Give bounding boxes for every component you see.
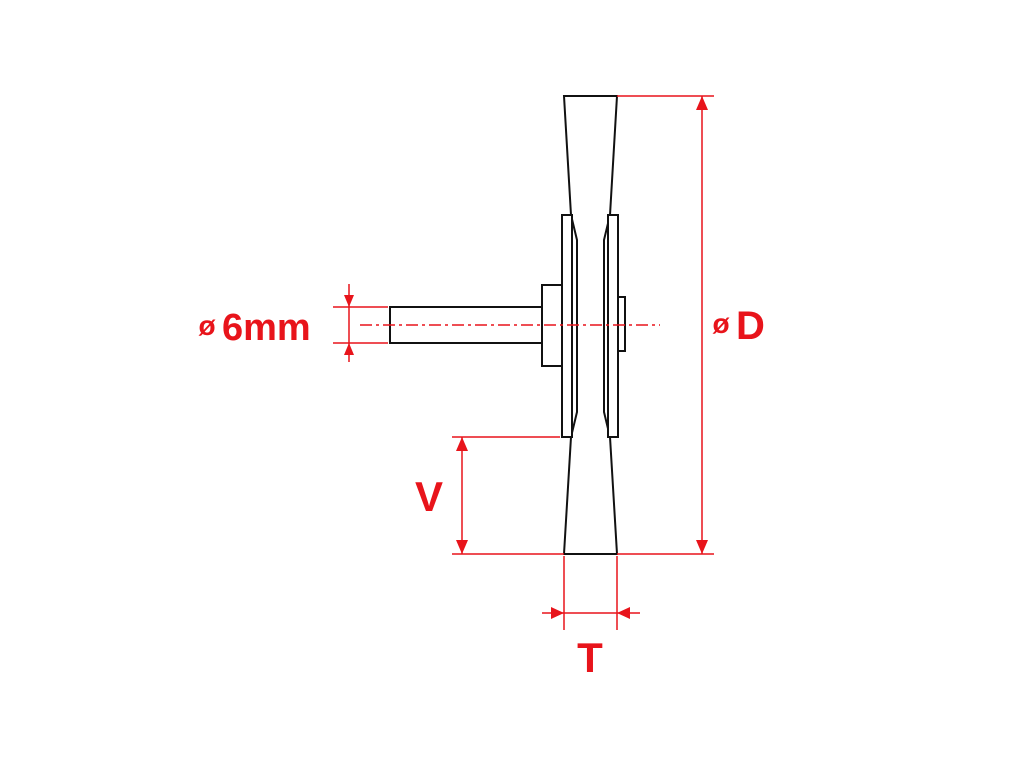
trim-length-label: V <box>415 473 443 520</box>
shank-diameter-dimension <box>333 284 388 362</box>
hub-nut <box>617 296 626 352</box>
trim-length-dimension <box>452 436 564 555</box>
face-width-dimension <box>542 556 640 630</box>
overall-diameter-symbol: ø <box>712 308 729 339</box>
face-width-label: T <box>577 634 603 681</box>
overall-diameter-dimension <box>617 95 714 555</box>
shank-diameter-label: 6mm <box>222 307 311 349</box>
left-flange-plate <box>561 214 573 438</box>
overall-diameter-label: D <box>736 304 765 348</box>
right-flange-plate <box>607 214 619 438</box>
shank-diameter-symbol: ø <box>198 310 215 341</box>
